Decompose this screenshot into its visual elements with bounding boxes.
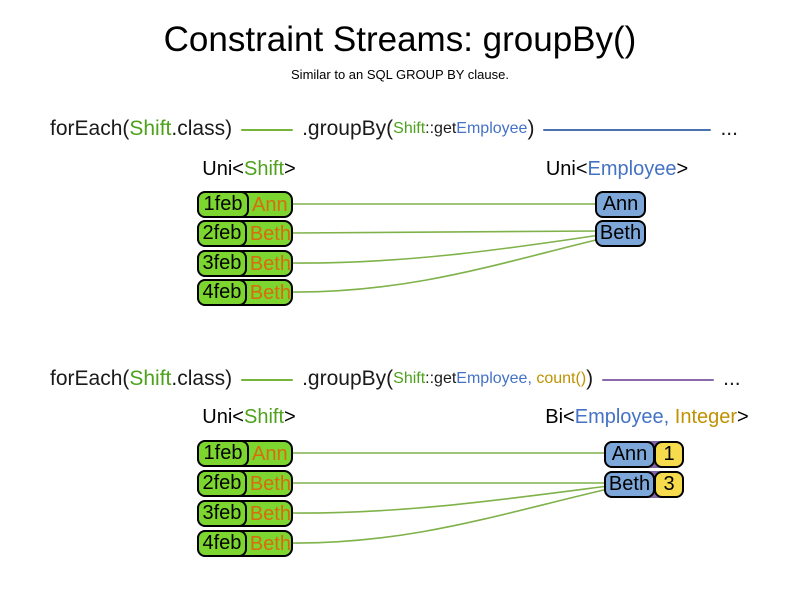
key-accessor: ::get bbox=[425, 370, 457, 387]
shift-row: 1feb Ann bbox=[197, 191, 293, 218]
header-close: > bbox=[676, 158, 689, 180]
group-tuple: Beth 3 bbox=[604, 471, 684, 498]
groupby-close: ) bbox=[527, 117, 535, 140]
shift-date-cell: 3feb bbox=[197, 500, 247, 527]
groupby-open: .groupBy( bbox=[302, 367, 394, 390]
stream-connector-line bbox=[543, 129, 712, 131]
foreach-close: .class) bbox=[171, 367, 233, 390]
stream-connector-line bbox=[602, 379, 715, 381]
shift-row: 4feb Beth bbox=[197, 530, 293, 557]
employee-box: Beth bbox=[595, 220, 646, 247]
count-box: 1 bbox=[654, 441, 684, 468]
key-accessor: ::get bbox=[425, 120, 457, 137]
shift-employee-cell: Beth bbox=[249, 533, 291, 555]
shift-date-cell: 1feb bbox=[197, 191, 249, 218]
header-type2: Integer bbox=[674, 406, 738, 428]
shift-date-cell: 4feb bbox=[197, 530, 247, 557]
slide-title: Constraint Streams: groupBy() bbox=[163, 20, 637, 59]
link-4feb-beth-2 bbox=[291, 488, 609, 544]
shift-date-cell: 2feb bbox=[197, 220, 247, 247]
header-open: Uni< bbox=[545, 158, 588, 180]
key-prop: Employee bbox=[456, 370, 528, 387]
key-type: Shift bbox=[393, 370, 426, 387]
shift-date-cell: 1feb bbox=[197, 440, 249, 467]
bi-employee-integer-header: Bi<Employee, Integer> bbox=[545, 406, 748, 429]
foreach-open: forEach( bbox=[50, 117, 130, 140]
link-3feb-beth-2 bbox=[291, 485, 609, 514]
count-box: 3 bbox=[654, 471, 684, 498]
link-2feb-beth bbox=[291, 230, 601, 234]
employee-box: Ann bbox=[595, 191, 646, 218]
header-type1: Employee bbox=[574, 406, 664, 428]
shift-row: 2feb Beth bbox=[197, 470, 293, 497]
shift-employee-cell: Beth bbox=[249, 473, 291, 495]
foreach-type: Shift bbox=[129, 367, 172, 390]
shift-row: 2feb Beth bbox=[197, 220, 293, 247]
shift-employee-cell: Beth bbox=[249, 282, 291, 304]
shift-date-cell: 4feb bbox=[197, 279, 247, 306]
stream-connector-line bbox=[241, 379, 294, 381]
groupby-open: .groupBy( bbox=[302, 117, 394, 140]
shift-row: 3feb Beth bbox=[197, 500, 293, 527]
groupby-close: ) bbox=[586, 367, 594, 390]
shift-employee-cell: Beth bbox=[249, 253, 291, 275]
group-tuple: Ann 1 bbox=[604, 441, 684, 468]
header-open: Bi< bbox=[545, 406, 575, 428]
employee-box: Beth bbox=[604, 471, 655, 498]
uni-shift-header: Uni<Shift> bbox=[202, 158, 295, 181]
shift-date-cell: 2feb bbox=[197, 470, 247, 497]
header-close: > bbox=[737, 406, 749, 428]
shift-row: 4feb Beth bbox=[197, 279, 293, 306]
code-line-groupby: forEach(Shift.class) .groupBy(Shift::get… bbox=[50, 117, 738, 141]
key-prop: Employee bbox=[456, 120, 528, 137]
header-open: Uni< bbox=[202, 158, 244, 180]
header-open: Uni< bbox=[202, 406, 244, 428]
header-type: Shift bbox=[243, 158, 285, 180]
shift-employee-cell: Ann bbox=[252, 194, 288, 216]
header-close: > bbox=[284, 158, 296, 180]
header-type: Employee bbox=[587, 158, 677, 180]
link-4feb-beth bbox=[291, 238, 601, 293]
stream-connector-line bbox=[241, 129, 294, 131]
employee-box: Ann bbox=[604, 441, 655, 468]
shift-employee-cell: Ann bbox=[252, 443, 288, 465]
shift-row: 3feb Beth bbox=[197, 250, 293, 277]
link-3feb-beth bbox=[291, 234, 601, 264]
ellipsis: ... bbox=[723, 367, 741, 390]
collector-count: count() bbox=[536, 370, 587, 387]
header-type: Shift bbox=[243, 406, 285, 428]
foreach-type: Shift bbox=[129, 117, 172, 140]
slide-subtitle: Similar to an SQL GROUP BY clause. bbox=[291, 67, 509, 82]
arg-comma: , bbox=[527, 370, 537, 387]
code-line-groupby-count: forEach(Shift.class) .groupBy(Shift::get… bbox=[50, 367, 741, 391]
uni-employee-header: Uni<Employee> bbox=[546, 158, 688, 181]
shift-employee-cell: Beth bbox=[249, 223, 291, 245]
shift-employee-cell: Beth bbox=[249, 503, 291, 525]
header-comma: , bbox=[663, 406, 675, 428]
ellipsis: ... bbox=[720, 117, 738, 140]
foreach-close: .class) bbox=[171, 117, 233, 140]
shift-date-cell: 3feb bbox=[197, 250, 247, 277]
uni-shift-header-2: Uni<Shift> bbox=[202, 406, 295, 429]
key-type: Shift bbox=[393, 120, 426, 137]
shift-row: 1feb Ann bbox=[197, 440, 293, 467]
header-close: > bbox=[284, 406, 296, 428]
foreach-open: forEach( bbox=[50, 367, 130, 390]
